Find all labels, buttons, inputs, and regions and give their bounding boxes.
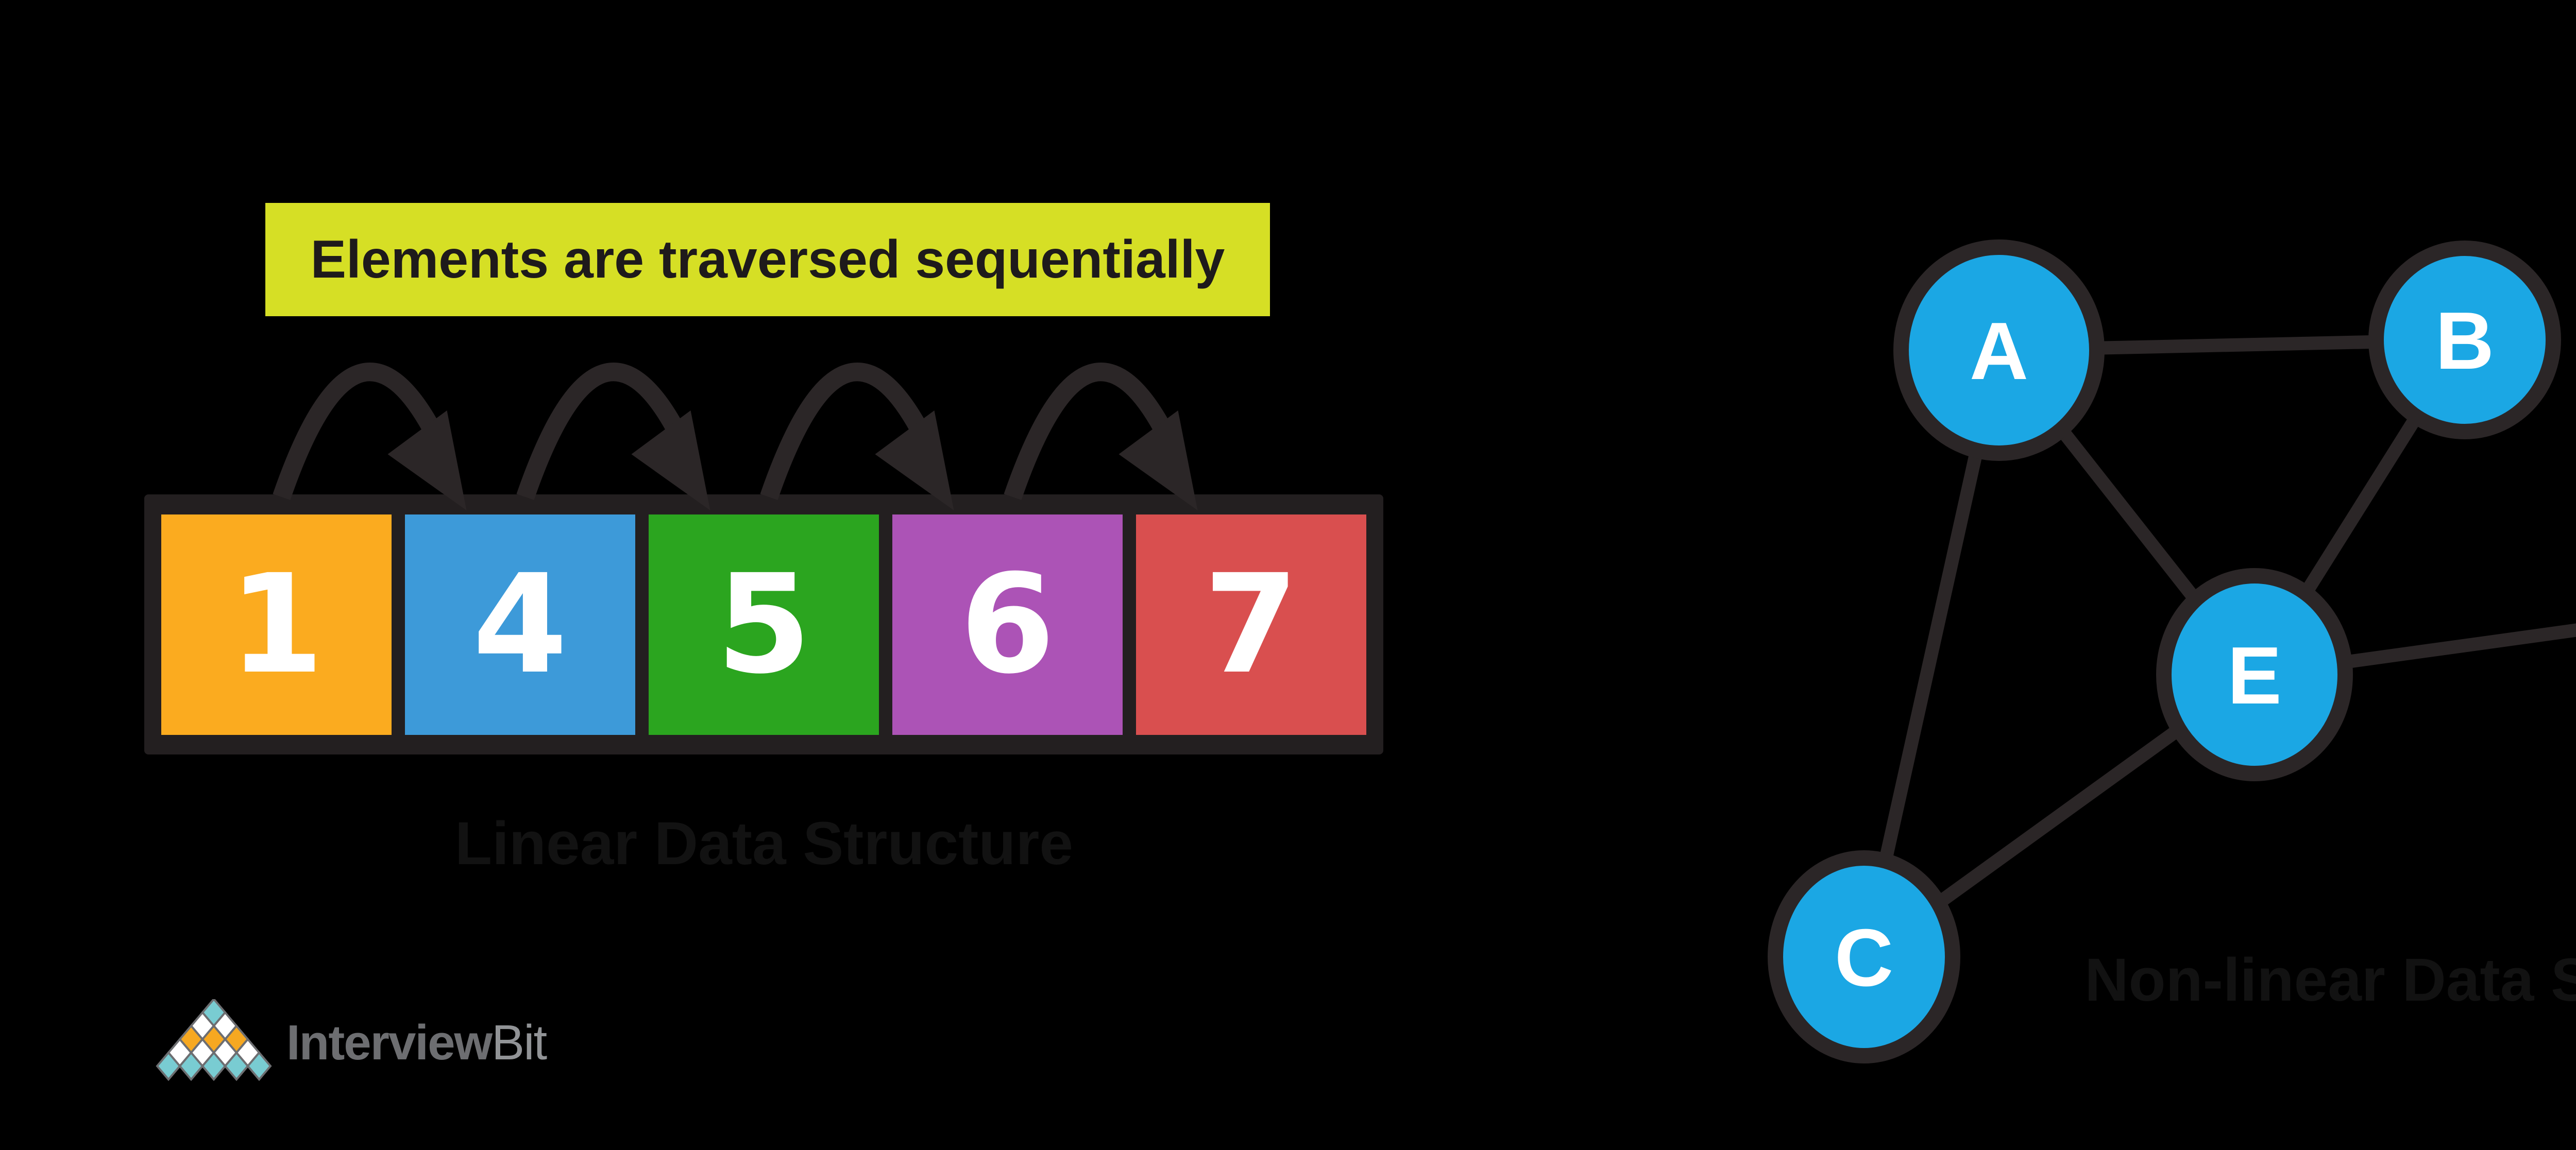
array-banner-text: Elements are traversed sequentially — [310, 229, 1225, 289]
traversal-arrow-icon — [760, 363, 954, 510]
graph-caption: Non-linear Data Structure — [2084, 946, 2576, 1014]
logo-diamond-teal — [246, 1051, 272, 1082]
arrow-arc — [760, 363, 927, 500]
interviewbit-pyramid-icon — [156, 999, 272, 1082]
graph-node-E — [2156, 568, 2353, 781]
logo-text-bit: Bit — [492, 1015, 547, 1070]
array-cell-1: 1 — [161, 514, 392, 735]
logo-diamond-teal — [201, 1051, 227, 1082]
graph-edge-AE — [1993, 346, 2260, 679]
array-cell-value: 6 — [960, 545, 1055, 704]
graph-node-label-A: A — [1970, 306, 2028, 397]
interviewbit-wordmark: InterviewBit — [286, 1015, 547, 1071]
graph-edge-AB — [1998, 333, 2465, 357]
graph-edge-EC — [1860, 669, 2259, 963]
array-cell-6: 6 — [892, 514, 1123, 735]
logo-diamond-teal — [178, 1051, 204, 1082]
array-cell-value: 7 — [1204, 545, 1299, 704]
array-cell-value: 4 — [472, 545, 568, 704]
logo-diamond-teal — [156, 1051, 181, 1082]
array-caption: Linear Data Structure — [455, 810, 1073, 878]
array-cell-value: 5 — [716, 545, 811, 704]
logo-text-interview: Interview — [286, 1015, 493, 1070]
arrow-arc — [273, 363, 439, 500]
graph-node-label-B: B — [2435, 296, 2494, 386]
graph-edge-AC — [1857, 349, 2006, 958]
graph-edge-BE — [2248, 336, 2471, 678]
graph-edge-EF — [2253, 623, 2576, 681]
array-cell-value: 1 — [229, 545, 324, 704]
logo-diamond-teal — [224, 1051, 249, 1082]
array-cell-5: 5 — [649, 514, 879, 735]
array-banner: Elements are traversed sequentially — [265, 203, 1270, 316]
graph-node-B — [2368, 241, 2561, 439]
arrow-arc — [1004, 363, 1171, 500]
array-cell-7: 7 — [1136, 514, 1366, 735]
interviewbit-logo: InterviewBit — [155, 999, 547, 1087]
traversal-arrow-icon — [516, 363, 710, 510]
graph-node-label-E: E — [2227, 630, 2281, 721]
traversal-arrow-icon — [1004, 363, 1198, 510]
graph-node-A — [1893, 239, 2105, 461]
array-cell-4: 4 — [405, 514, 635, 735]
arrow-arc — [516, 363, 683, 500]
traversal-arrow-icon — [273, 363, 467, 510]
